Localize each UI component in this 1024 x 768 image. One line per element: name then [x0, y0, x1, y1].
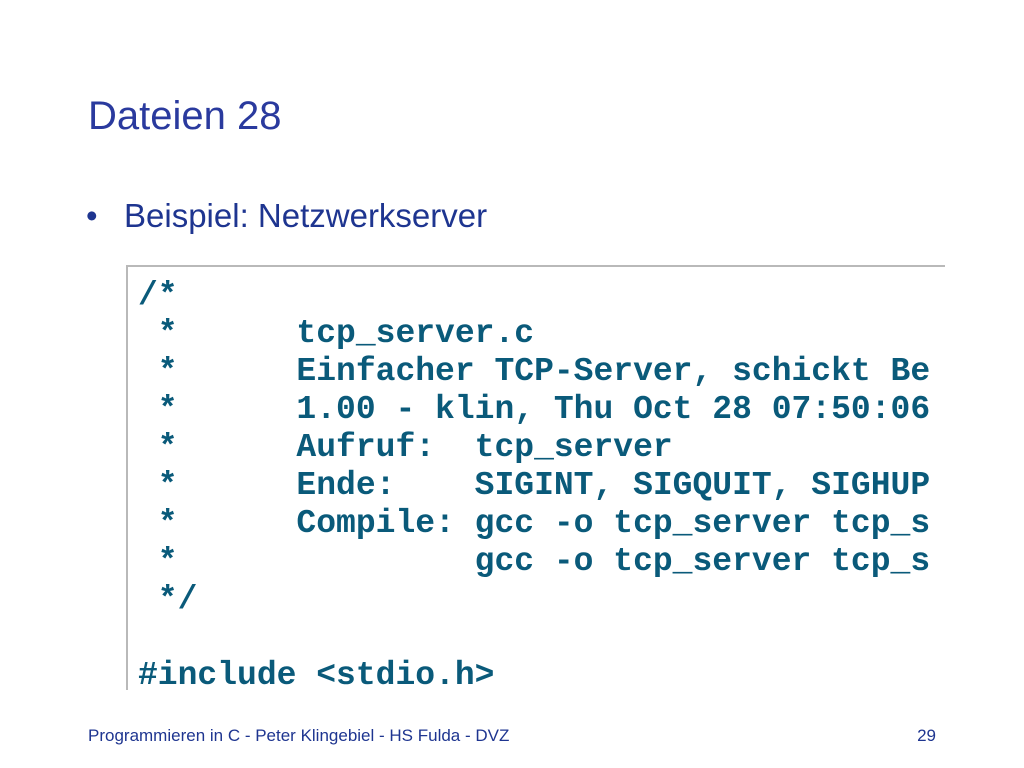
code-line: * Compile: gcc -o tcp_server tcp_s: [138, 505, 931, 542]
page-number: 29: [917, 726, 936, 745]
code-line: #include <stdio.h>: [138, 657, 495, 690]
code-line: */: [138, 581, 198, 618]
code-line: * Ende: SIGINT, SIGQUIT, SIGHUP: [138, 467, 931, 504]
code-line: * Einfacher TCP-Server, schickt Be: [138, 353, 931, 390]
bullet-text: Beispiel: Netzwerkserver: [124, 197, 488, 234]
code-listing: /* * tcp_server.c * Einfacher TCP-Server…: [126, 265, 945, 690]
bullet-glyph: •: [86, 197, 98, 234]
code-line: * tcp_server.c: [138, 315, 535, 352]
code-line: * gcc -o tcp_server tcp_s: [138, 543, 931, 580]
code-line: * Aufruf: tcp_server: [138, 429, 673, 466]
bullet-item: • Beispiel: Netzwerkserver: [86, 199, 487, 232]
slide-title: Dateien 28: [88, 94, 282, 138]
code-line: * 1.00 - klin, Thu Oct 28 07:50:06: [138, 391, 931, 428]
footer-text: Programmieren in C - Peter Klingebiel - …: [88, 726, 510, 745]
code-line: /*: [138, 277, 178, 314]
